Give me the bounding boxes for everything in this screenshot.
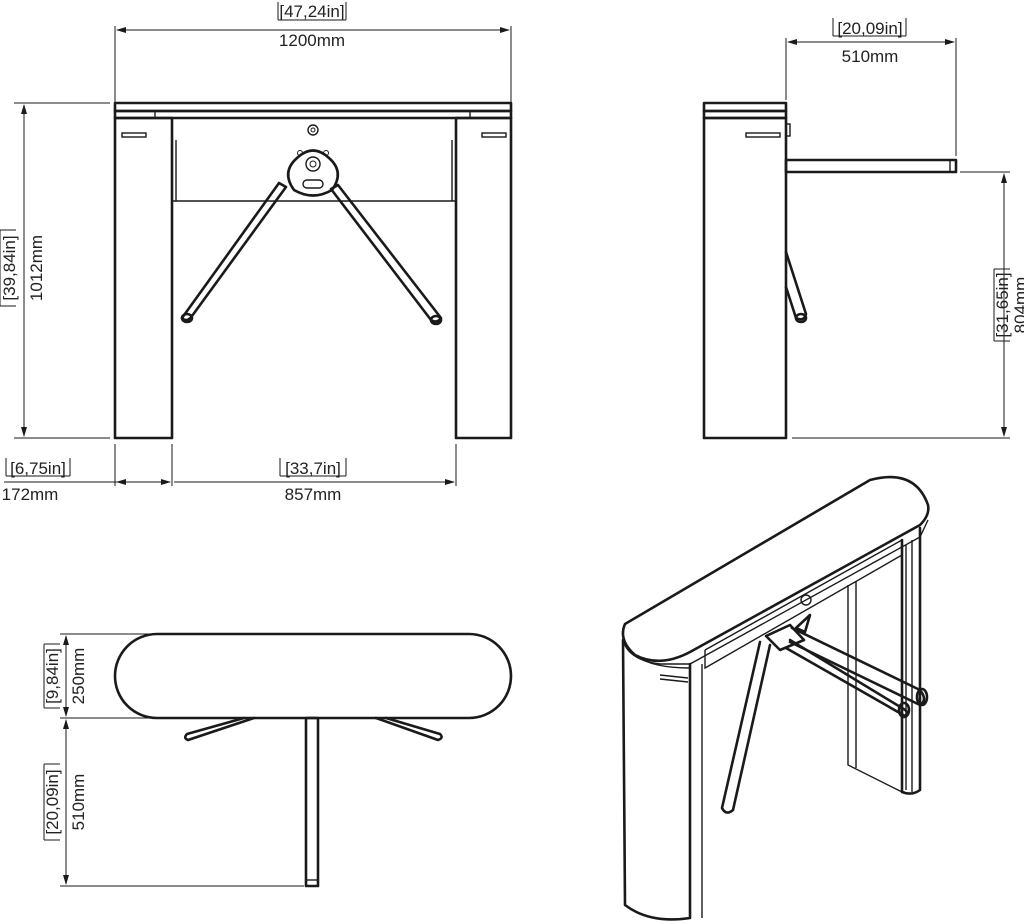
- dim-side-arm: [20,09in] 510mm: [785, 18, 957, 156]
- dim-front-post: [6,75in] 172mm: [2, 444, 173, 504]
- dim-front-width: [47,24in] 1200mm: [114, 2, 512, 102]
- iso-right-post: [900, 526, 922, 795]
- top-view: [113, 632, 513, 888]
- side-horizontal-arm: [784, 158, 958, 174]
- dim-top-depth: [9,84in] 250mm: [43, 633, 180, 719]
- front-left-slot: [121, 132, 147, 138]
- front-width-mm: 1200mm: [279, 31, 345, 50]
- isometric-view: [621, 475, 930, 921]
- front-passage-inch: [33,7in]: [285, 459, 341, 478]
- front-sensor: [307, 124, 319, 136]
- front-left-post: [113, 116, 174, 440]
- iso-hub: [764, 623, 806, 652]
- top-depth-mm: 250mm: [69, 648, 88, 705]
- side-slot: [745, 132, 781, 138]
- side-lower-arm: [784, 250, 808, 321]
- front-width-inch: [47,24in]: [279, 2, 344, 21]
- front-post-mm: 172mm: [2, 485, 59, 504]
- side-arm-inch: [20,09in]: [837, 19, 902, 38]
- top-cover-outline: [113, 632, 513, 720]
- front-right-slot: [481, 132, 507, 138]
- front-passage-mm: 857mm: [285, 485, 342, 504]
- front-arms: [180, 181, 443, 326]
- dim-front-height: [39,84in] 1012mm: [0, 102, 110, 439]
- dim-side-height: [31,65in] 804mm: [792, 171, 1024, 439]
- side-view: [702, 101, 958, 440]
- front-height-mm: 1012mm: [27, 235, 46, 301]
- top-right-arm: [374, 716, 443, 742]
- front-view: [113, 101, 513, 440]
- top-left-arm: [183, 716, 256, 742]
- top-arm-inch: [20,09in]: [43, 769, 62, 834]
- dim-front-passage: [33,7in] 857mm: [174, 444, 457, 504]
- iso-top-cover: [621, 475, 930, 663]
- side-arm-mm: 510mm: [842, 47, 899, 66]
- front-right-post: [454, 116, 513, 440]
- iso-sensor: [800, 594, 812, 606]
- top-depth-inch: [9,84in]: [43, 648, 62, 704]
- side-post: [702, 116, 788, 440]
- dim-top-arm: [20,09in] 510mm: [43, 719, 304, 887]
- side-height-inch: [31,65in]: [993, 272, 1012, 337]
- top-arm-mm: 510mm: [69, 774, 88, 831]
- side-height-mm: 804mm: [1011, 277, 1024, 334]
- iso-arms: [720, 613, 929, 814]
- front-top-lip: [113, 109, 513, 120]
- top-main-arm: [304, 716, 320, 888]
- front-post-inch: [6,75in]: [10, 459, 66, 478]
- iso-left-post: [621, 638, 692, 921]
- front-height-inch: [39,84in]: [0, 235, 19, 300]
